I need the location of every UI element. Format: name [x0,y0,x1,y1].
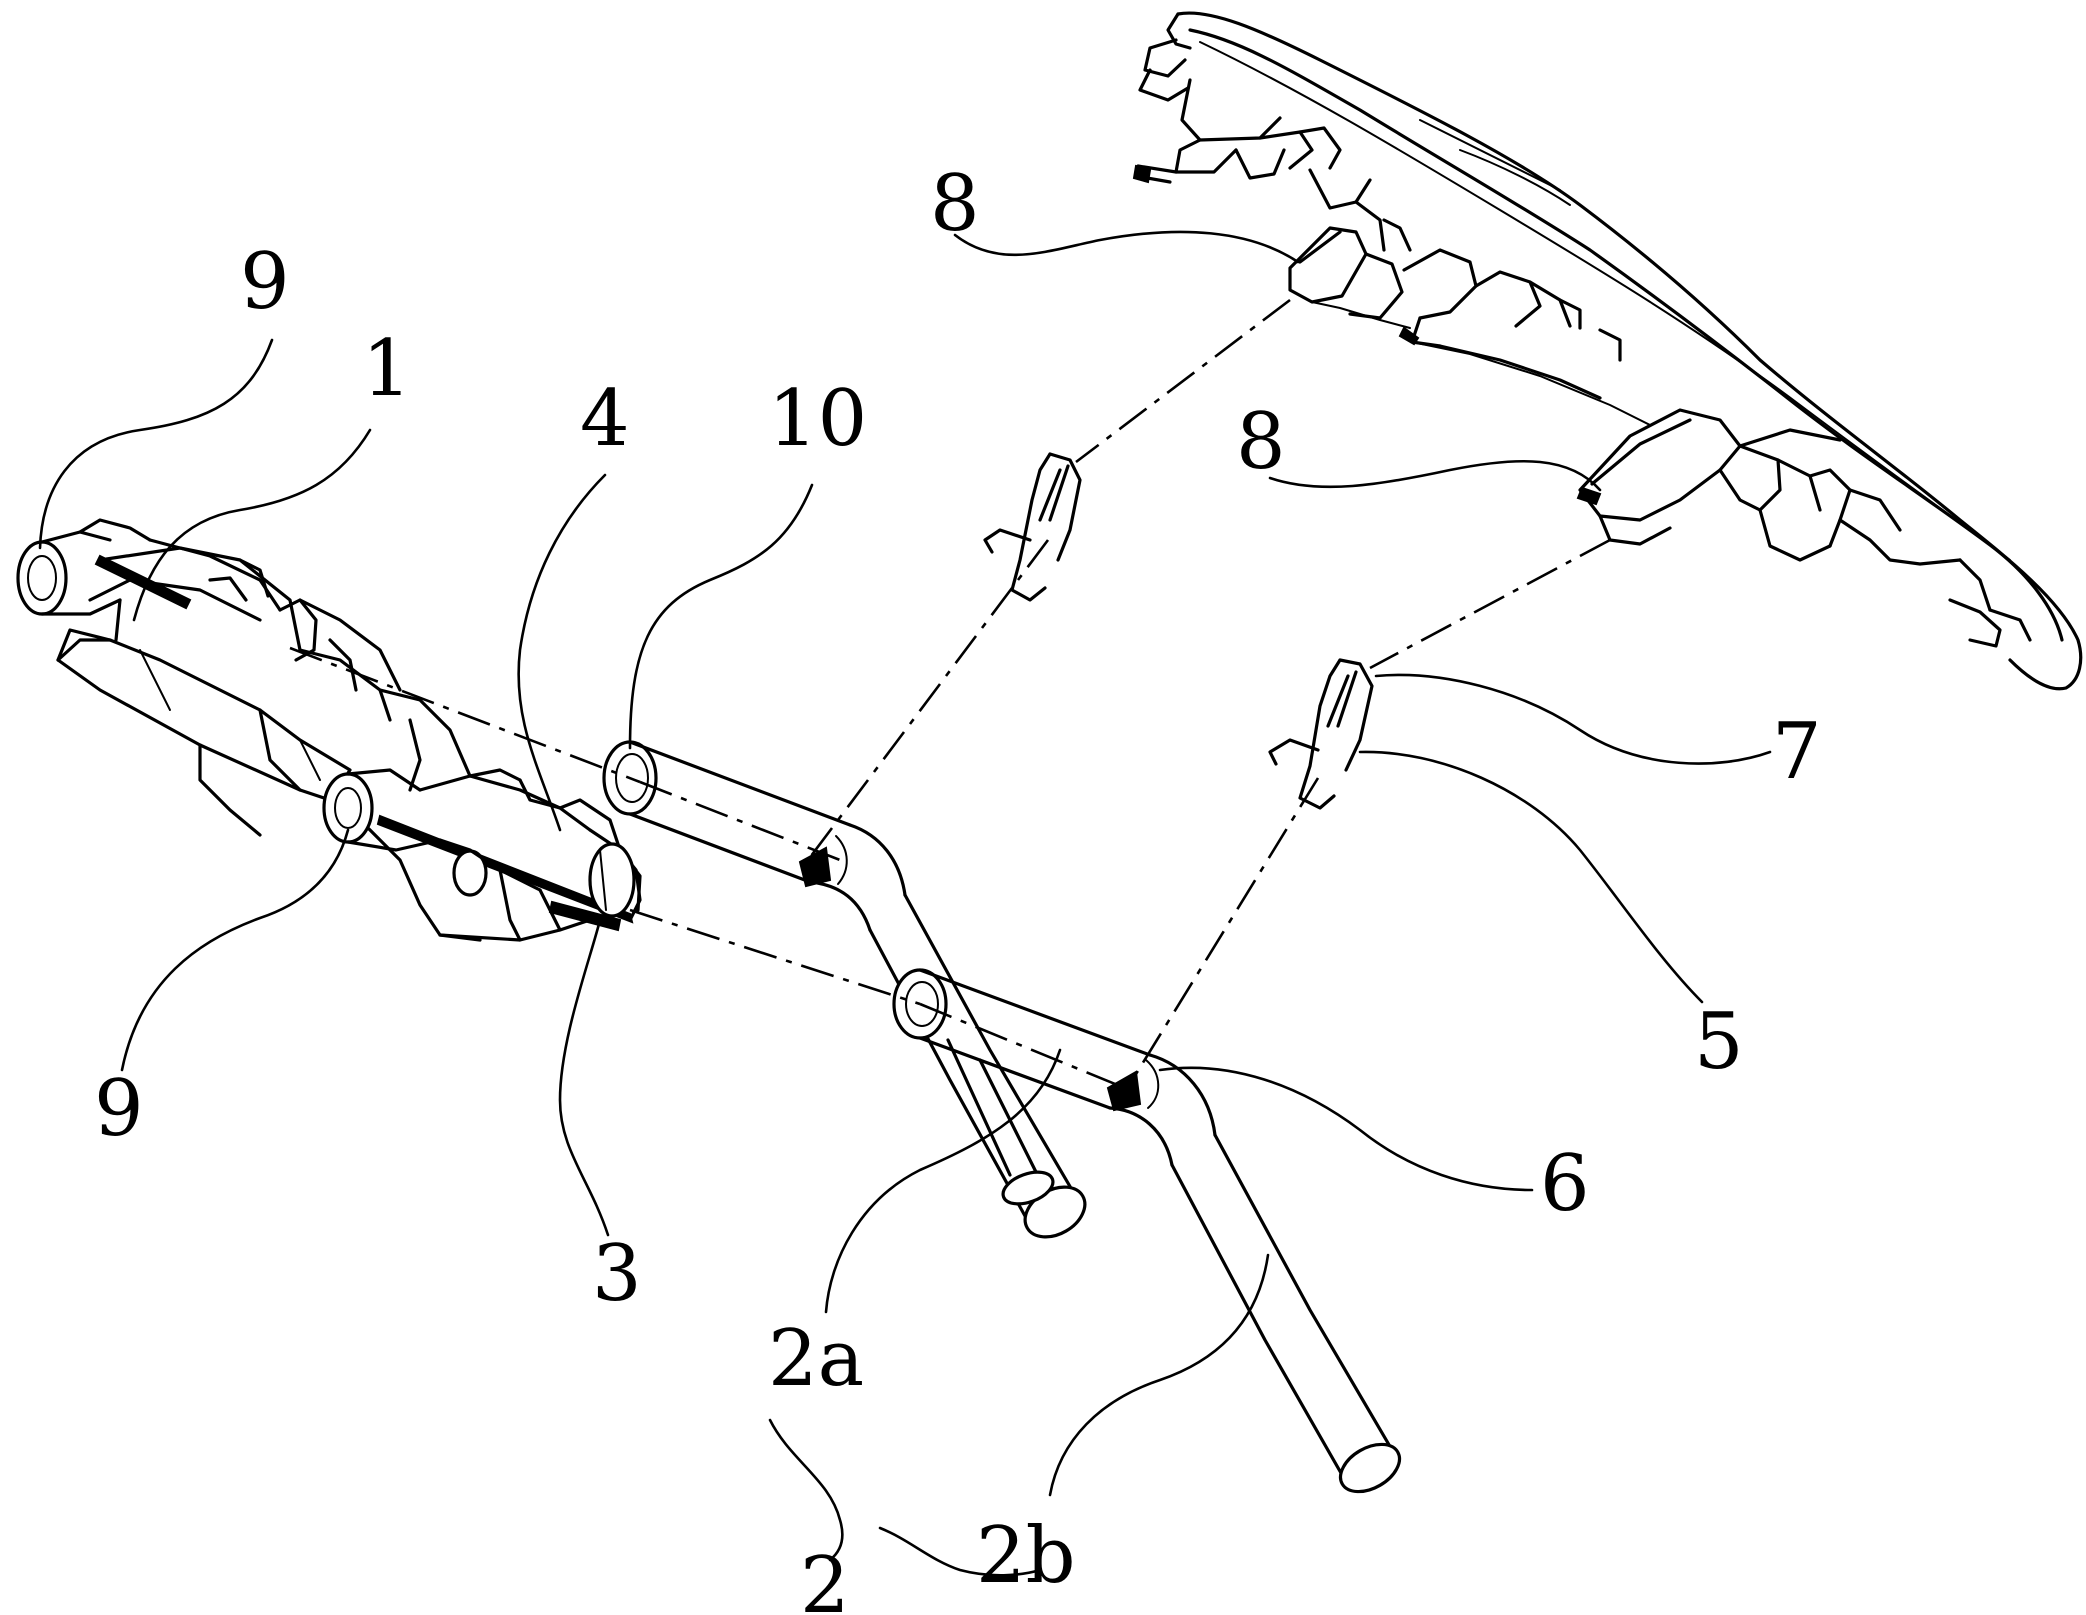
label-9-bottom: 9 [94,1064,144,1154]
leader-8-top [955,232,1298,262]
label-3: 3 [592,1229,642,1319]
rod-assembly [604,742,1408,1501]
leader-3 [560,920,608,1235]
leader-2 [770,1420,842,1560]
label-8-mid: 8 [1236,397,1286,487]
reference-numerals: 9 1 4 10 8 8 7 5 9 3 6 2a 2 2b [94,159,1822,1615]
label-1: 1 [362,324,412,414]
cover-part [1134,13,2081,689]
label-10: 10 [768,374,867,464]
leader-9-top [40,340,272,548]
label-5: 5 [1694,997,1744,1087]
leader-4 [519,475,605,830]
label-7: 7 [1772,707,1822,797]
spring-clip-upper [985,454,1080,600]
label-2: 2 [800,1541,850,1615]
leader-2b-rod [1050,1255,1268,1495]
leader-7 [1376,675,1770,764]
label-2b: 2b [976,1511,1076,1601]
leader-5 [1360,752,1702,1002]
label-8-top: 8 [930,159,980,249]
label-9-top: 9 [240,237,290,327]
leader-10 [630,485,812,748]
leader-8-mid [1270,461,1600,490]
leader-9-bottom [122,830,348,1070]
label-6: 6 [1540,1139,1590,1229]
handle-assembly [18,520,640,940]
leader-6 [1160,1068,1532,1190]
spring-clip-lower [1270,660,1372,808]
label-2a: 2a [768,1314,864,1404]
leader-lines [40,232,1770,1575]
label-4: 4 [580,374,630,464]
